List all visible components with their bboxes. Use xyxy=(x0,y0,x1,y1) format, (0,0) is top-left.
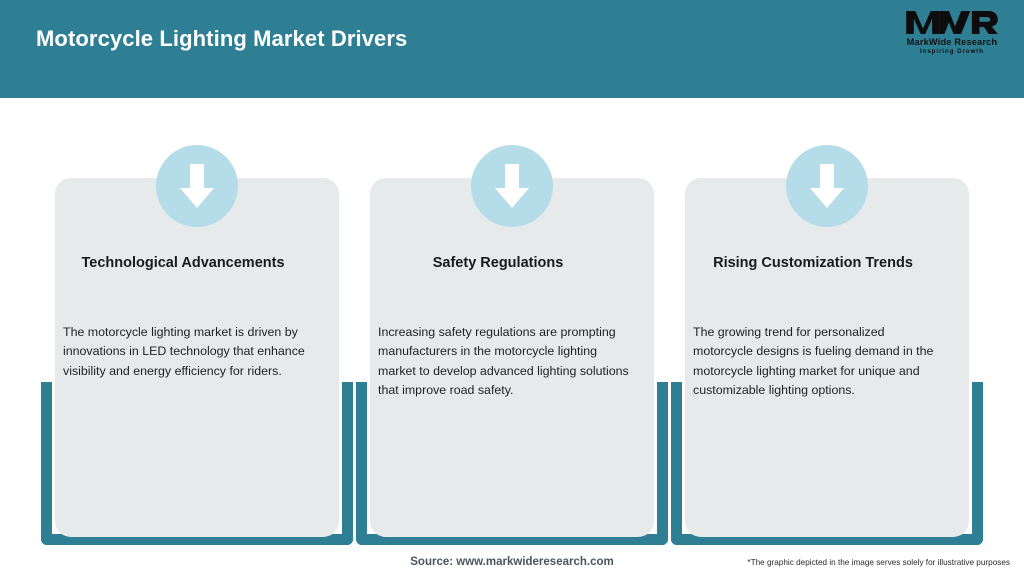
brand-logo: MarkWide Research Inspiring Growth xyxy=(896,8,1008,60)
header-band xyxy=(0,0,1024,98)
card-title: Safety Regulations xyxy=(432,255,564,271)
driver-card-1[interactable]: Technological Advancements The motorcycl… xyxy=(41,98,353,548)
down-arrow-icon xyxy=(471,145,553,227)
card-title: Technological Advancements xyxy=(81,255,285,271)
down-arrow-icon xyxy=(156,145,238,227)
driver-cards-row: Technological Advancements The motorcycl… xyxy=(0,98,1024,548)
card-frame xyxy=(41,382,353,545)
card-body-text: The growing trend for personalized motor… xyxy=(693,325,934,398)
card-panel xyxy=(685,178,969,537)
driver-card-3[interactable]: Rising Customization Trends The growing … xyxy=(671,98,983,548)
card-panel xyxy=(55,178,339,537)
driver-card-2[interactable]: Safety Regulations Increasing safety reg… xyxy=(356,98,668,548)
mwr-monogram-icon xyxy=(906,11,998,34)
card-frame xyxy=(356,382,668,545)
card-title: Rising Customization Trends xyxy=(713,255,913,271)
logo-company-name: MarkWide Research xyxy=(906,37,998,47)
card-body-text: Increasing safety regulations are prompt… xyxy=(378,325,629,398)
disclaimer-note: *The graphic depicted in the image serve… xyxy=(747,558,1010,567)
card-panel xyxy=(370,178,654,537)
down-arrow-icon xyxy=(786,145,868,227)
card-frame xyxy=(671,382,983,545)
source-label: Source: www.markwideresearch.com xyxy=(410,556,614,568)
page-title: Motorcycle Lighting Market Drivers xyxy=(36,26,408,51)
card-body-text: The motorcycle lighting market is driven… xyxy=(63,325,305,378)
logo-tagline: Inspiring Growth xyxy=(920,48,984,55)
